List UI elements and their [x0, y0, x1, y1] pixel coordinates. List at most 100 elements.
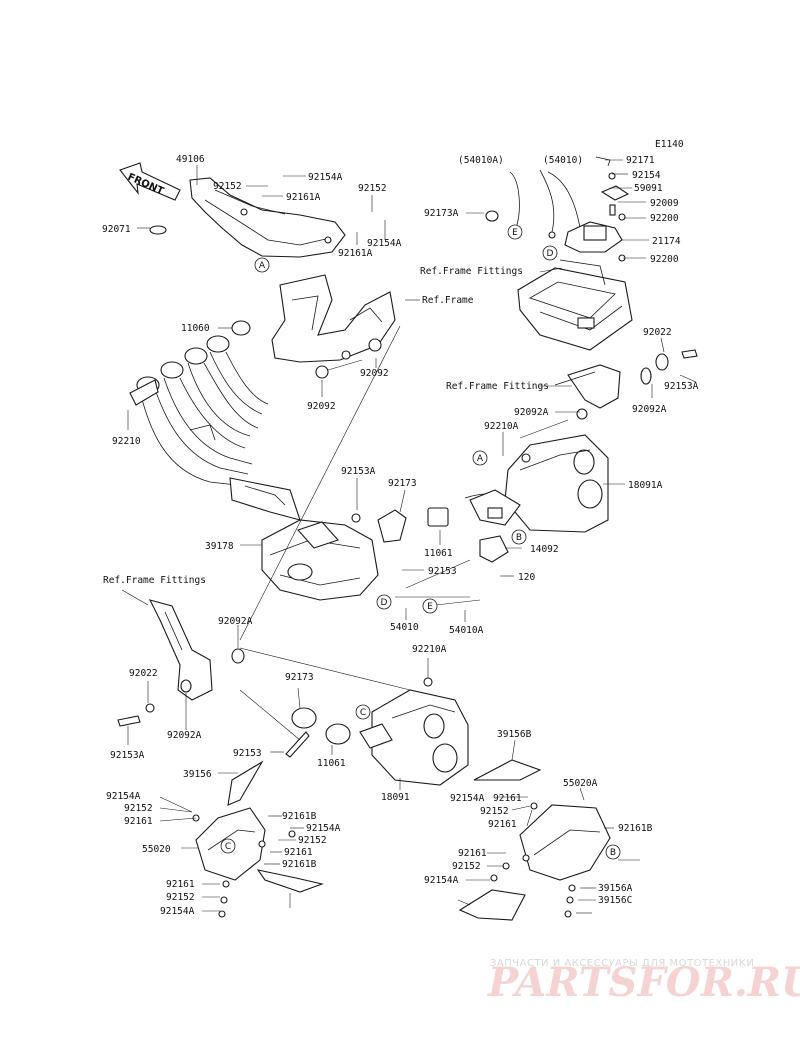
part-label: 92009 — [650, 198, 679, 209]
callout-label: C — [225, 842, 231, 852]
callout-label: B — [610, 848, 616, 858]
frame-fitting-right-bracket — [554, 349, 698, 420]
part-label: 18091 — [381, 792, 410, 803]
part-label: 92154A — [306, 823, 341, 834]
part-label: 55020A — [563, 778, 598, 789]
part-label: 18091A — [628, 480, 663, 491]
frame-fitting-left-bracket — [117, 599, 245, 727]
part-label: 92152 — [213, 181, 242, 192]
part-label: 92161 — [284, 847, 313, 858]
part-label: 92092 — [360, 368, 389, 379]
part-label: 39156C — [598, 895, 632, 906]
part-label: 92154A — [106, 791, 141, 802]
part-label: 92154 — [632, 170, 661, 181]
part-label: 92154A — [424, 875, 459, 886]
part-label: 92161 — [124, 816, 153, 827]
part-label: 92173 — [388, 478, 417, 489]
part-label: 92152 — [480, 806, 509, 817]
watermark: ЗАПЧАСТИ И АКСЕССУАРЫ ДЛЯ МОТОТЕХНИКИ PA… — [487, 958, 800, 1006]
part-label: 92154A — [450, 793, 485, 804]
part-label: 11061 — [424, 548, 453, 559]
callout-label: A — [259, 261, 266, 271]
clamp-and-connector-upper — [377, 493, 511, 543]
part-label: 92071 — [102, 224, 131, 235]
part-label: 92153A — [341, 466, 376, 477]
part-label: 92210A — [484, 421, 519, 432]
part-label: 92173A — [424, 208, 459, 219]
part-label: 92161B — [282, 859, 317, 870]
part-label: 92200 — [650, 254, 679, 265]
part-label: 92210A — [412, 644, 447, 655]
part-label: 92152 — [166, 892, 195, 903]
part-label: 92153 — [233, 748, 262, 759]
part-label: Ref.Frame Fittings — [420, 266, 523, 277]
part-label: 92161 — [488, 819, 517, 830]
part-label: 54010A — [449, 625, 484, 636]
exhaust-header-pipes — [129, 335, 301, 521]
callout-label: D — [381, 598, 388, 608]
heat-guard-49106 — [149, 177, 346, 258]
part-label: (54010A) — [458, 155, 504, 166]
part-label: 11061 — [317, 758, 346, 769]
part-label: (54010) — [543, 155, 583, 166]
part-label: 92200 — [650, 213, 679, 224]
part-label: Ref.Frame Fittings — [103, 575, 206, 586]
part-label: 92161B — [282, 811, 317, 822]
sensor-assembly — [485, 156, 630, 262]
part-label: 39156 — [183, 769, 212, 780]
part-label: 39178 — [205, 541, 234, 552]
part-label: 92152 — [298, 835, 327, 846]
callout-label: A — [477, 454, 484, 464]
part-label: 55020 — [142, 844, 171, 855]
part-label: 92092A — [514, 407, 549, 418]
part-label: 92152 — [124, 803, 153, 814]
bracket-14092 — [479, 535, 509, 563]
part-label: 92161B — [618, 823, 653, 834]
clamp-and-connector-lower — [285, 707, 351, 758]
part-label: 92152 — [452, 861, 481, 872]
frame-hanger-bracket — [271, 274, 396, 379]
part-label: 92154A — [308, 172, 343, 183]
reference-lines — [239, 325, 569, 741]
part-label: 49106 — [176, 154, 205, 165]
catalyst-chamber-39178 — [261, 513, 379, 601]
part-label: 92173 — [285, 672, 314, 683]
part-label: 92153A — [664, 381, 699, 392]
part-label: 92092A — [218, 616, 253, 627]
part-label: 92171 — [626, 155, 655, 166]
leader-lines — [121, 159, 697, 914]
callout-circles: A A B C C D E D E B — [220, 224, 621, 860]
part-label: 92153A — [110, 750, 145, 761]
part-label: Ref.Frame — [422, 295, 474, 306]
part-label: 39156A — [598, 883, 633, 894]
part-label: 92092 — [307, 401, 336, 412]
muffler-18091A — [469, 434, 609, 533]
muffler-18091 — [359, 677, 469, 786]
part-number-labels: 49106 92152 92154A 92161A 92152 92071 92… — [102, 139, 699, 917]
part-label: 92092A — [632, 404, 667, 415]
lower-cover-right-55020A — [458, 759, 611, 921]
part-label: 120 — [518, 572, 535, 583]
part-label: 92161 — [166, 879, 195, 890]
part-label: 14092 — [530, 544, 559, 555]
part-label: 59091 — [634, 183, 663, 194]
lower-cover-left-55020 — [192, 760, 324, 918]
front-arrow-icon: FRONT — [119, 162, 181, 201]
part-label: 11060 — [181, 323, 210, 334]
callout-label: E — [427, 602, 433, 612]
callout-label: D — [547, 249, 554, 259]
part-label: 92161A — [286, 192, 321, 203]
watermark-tagline: ЗАПЧАСТИ И АКСЕССУАРЫ ДЛЯ МОТОТЕХНИКИ — [490, 958, 754, 969]
part-label: 92154A — [367, 238, 402, 249]
part-label: 92022 — [643, 327, 672, 338]
diagram-code: E1140 — [655, 139, 684, 150]
callout-label: C — [360, 708, 366, 718]
frame-fitting-tray — [517, 259, 633, 351]
part-label: 92092A — [167, 730, 202, 741]
part-label: 92210 — [112, 436, 141, 447]
watermark-brand: PARTSFOR.RU — [487, 959, 800, 1006]
part-label: 92153 — [428, 566, 457, 577]
part-label: 21174 — [652, 236, 681, 247]
callout-label: E — [512, 228, 518, 238]
